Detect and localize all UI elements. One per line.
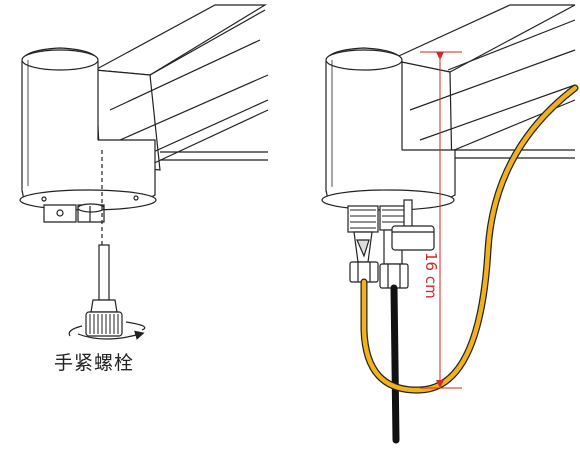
- instrument-body-right: [321, 47, 456, 211]
- thumb-screw: [85, 244, 123, 337]
- distance-label: 16 cm: [422, 252, 440, 299]
- height-dimension: [420, 51, 462, 389]
- right-view: [321, 4, 576, 289]
- bottom-connectors-left: [43, 203, 105, 223]
- thumb-screw-label: 手紧螺栓: [54, 352, 135, 374]
- cable-gland-yellow: [347, 205, 379, 283]
- protective-cap: [391, 199, 435, 251]
- cables: [360, 84, 579, 444]
- black-cable: [390, 284, 400, 444]
- left-view: [19, 4, 269, 339]
- rotate-arrow-icon: [68, 321, 145, 339]
